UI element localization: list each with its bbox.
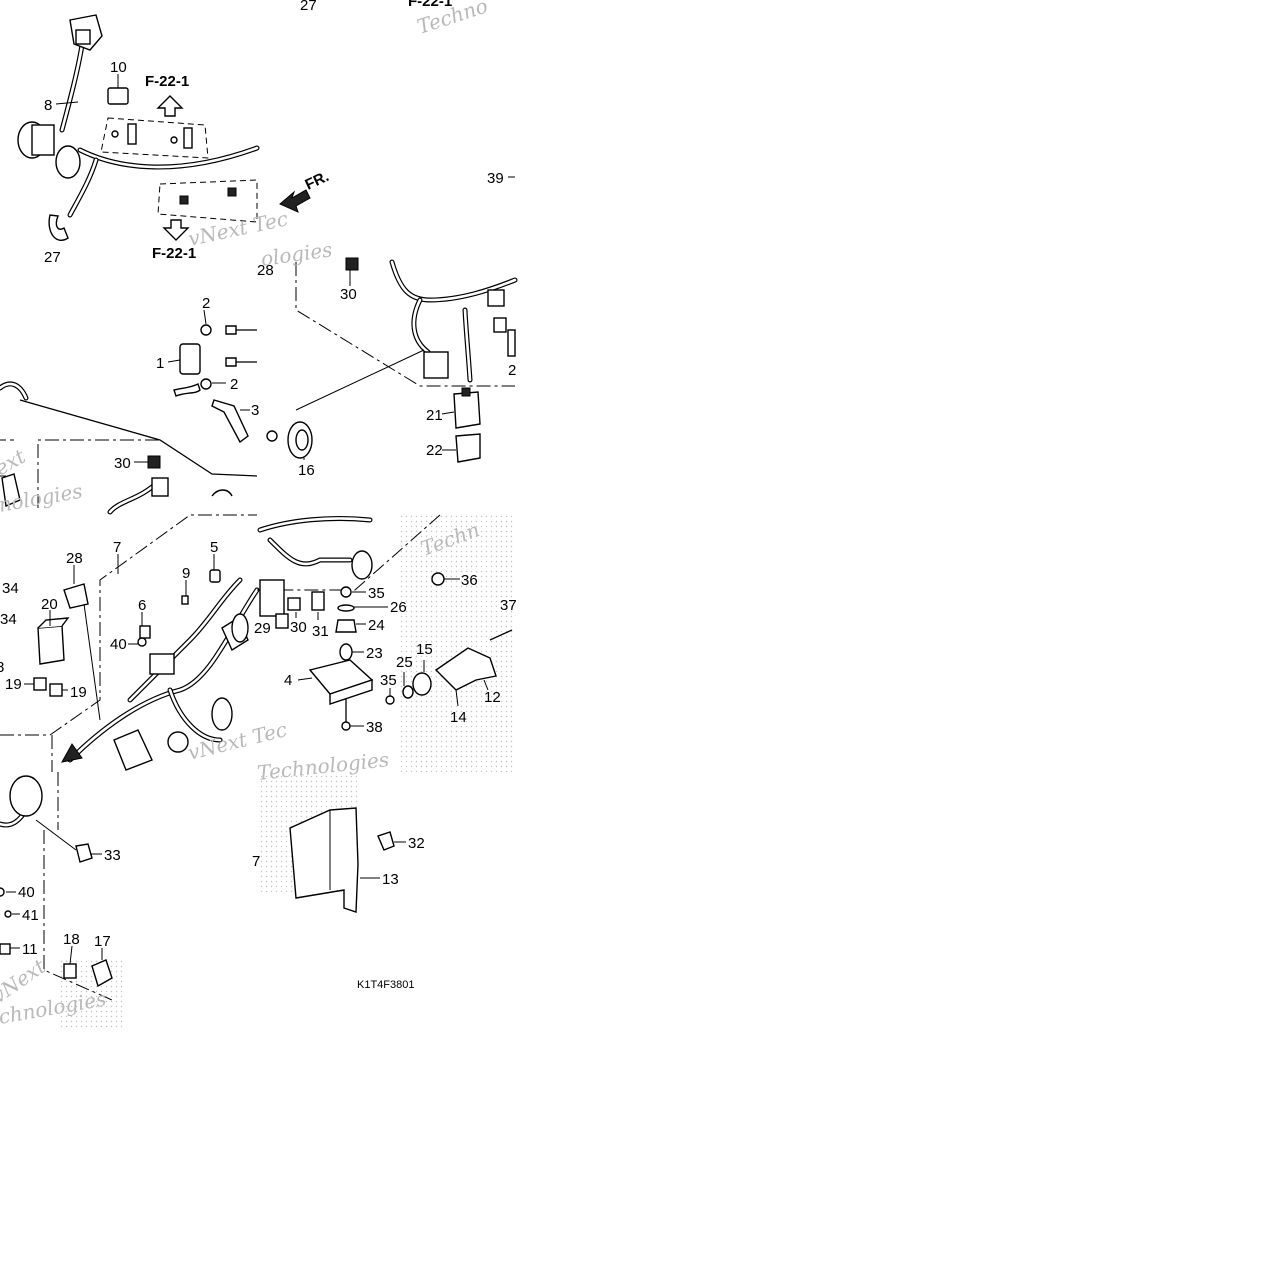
tile-bottom-left: 33 40 41 11 18 17 vNext chnologies <box>0 772 124 1029</box>
callout-41: 41 <box>22 907 39 924</box>
tile-top-left: 27 10 8 39 27 F-22-1 F-22-1 F-22-1 FR. v… <box>17 0 515 266</box>
callout-15: 15 <box>416 641 433 658</box>
callout-27: 27 <box>300 0 317 14</box>
callout-2b: 2 <box>230 376 238 393</box>
callout-7: 7 <box>113 539 121 556</box>
watermark: vNext Tec <box>185 717 289 765</box>
callout-26: 26 <box>390 599 407 616</box>
callout-25: 25 <box>396 654 413 671</box>
callout-31: 31 <box>312 623 329 640</box>
diagram-code: K1T4F3801 <box>357 979 414 991</box>
ref-label-f22-1-b: F-22-1 <box>408 0 452 10</box>
callout-11: 11 <box>22 941 38 958</box>
callout-23: 23 <box>366 645 383 662</box>
tile-mid-left: 2 1 2 3 30 ext nologies <box>0 295 259 517</box>
callout-19b: 19 <box>70 684 87 701</box>
tile-lower-right: 36 35 26 37 24 23 29 30 31 4 15 25 35 12… <box>254 514 517 772</box>
callout-34: 34 <box>2 580 19 597</box>
callout-24: 24 <box>368 617 385 634</box>
callout-7-bottom: 7 <box>252 853 260 870</box>
callout-14: 14 <box>450 709 467 726</box>
watermark: ologies <box>259 237 333 271</box>
callout-40-bottom: 40 <box>18 884 35 901</box>
callout-37: 37 <box>500 597 517 614</box>
tile-mid-right: 28 30 21 22 16 2 ologies <box>257 237 518 479</box>
callout-18: 18 <box>63 931 80 948</box>
watermark: ext <box>0 443 30 480</box>
callout-28: 28 <box>257 262 274 279</box>
callout-8-lower: 8 <box>0 659 4 676</box>
callout-20: 20 <box>41 596 58 613</box>
callout-34b: 34 <box>0 611 17 628</box>
callout-27b: 27 <box>44 249 61 266</box>
callout-9: 9 <box>182 565 190 582</box>
callout-13: 13 <box>382 871 399 888</box>
callout-30-left: 30 <box>114 455 131 472</box>
callout-32: 32 <box>408 835 425 852</box>
callout-6: 6 <box>138 597 146 614</box>
callout-30-lower: 30 <box>290 619 307 636</box>
callout-35: 35 <box>368 585 385 602</box>
callout-30: 30 <box>340 286 357 303</box>
callout-22: 22 <box>426 442 443 459</box>
callout-16: 16 <box>298 462 315 479</box>
tile-lower-left: 28 7 5 9 6 40 20 34 34 8 19 19 vNext Tec <box>0 514 289 772</box>
callout-35b: 35 <box>380 672 397 689</box>
callout-40: 40 <box>110 636 127 653</box>
callout-21: 21 <box>426 407 443 424</box>
callout-10: 10 <box>110 59 127 76</box>
callout-29: 29 <box>254 620 271 637</box>
callout-39: 39 <box>487 170 504 187</box>
callout-17: 17 <box>94 933 111 950</box>
callout-1: 1 <box>156 355 164 372</box>
callout-5: 5 <box>210 539 218 556</box>
callout-2: 2 <box>202 295 210 312</box>
callout-3: 3 <box>251 402 259 419</box>
callout-12: 12 <box>484 689 501 706</box>
tile-bottom-mid: 32 13 7 Technologies K1T4F3801 <box>252 747 425 991</box>
callout-19: 19 <box>5 676 22 693</box>
callout-33: 33 <box>104 847 121 864</box>
callout-2-edge: 2 <box>508 362 516 379</box>
ref-label-f22-1-c: F-22-1 <box>152 245 196 262</box>
callout-36: 36 <box>461 572 478 589</box>
callout-8: 8 <box>44 97 52 114</box>
callout-4: 4 <box>284 672 292 689</box>
callout-38: 38 <box>366 719 383 736</box>
ref-label-f22-1-a: F-22-1 <box>145 73 189 90</box>
callout-28-lower: 28 <box>66 550 83 567</box>
direction-label: FR. <box>303 168 332 194</box>
